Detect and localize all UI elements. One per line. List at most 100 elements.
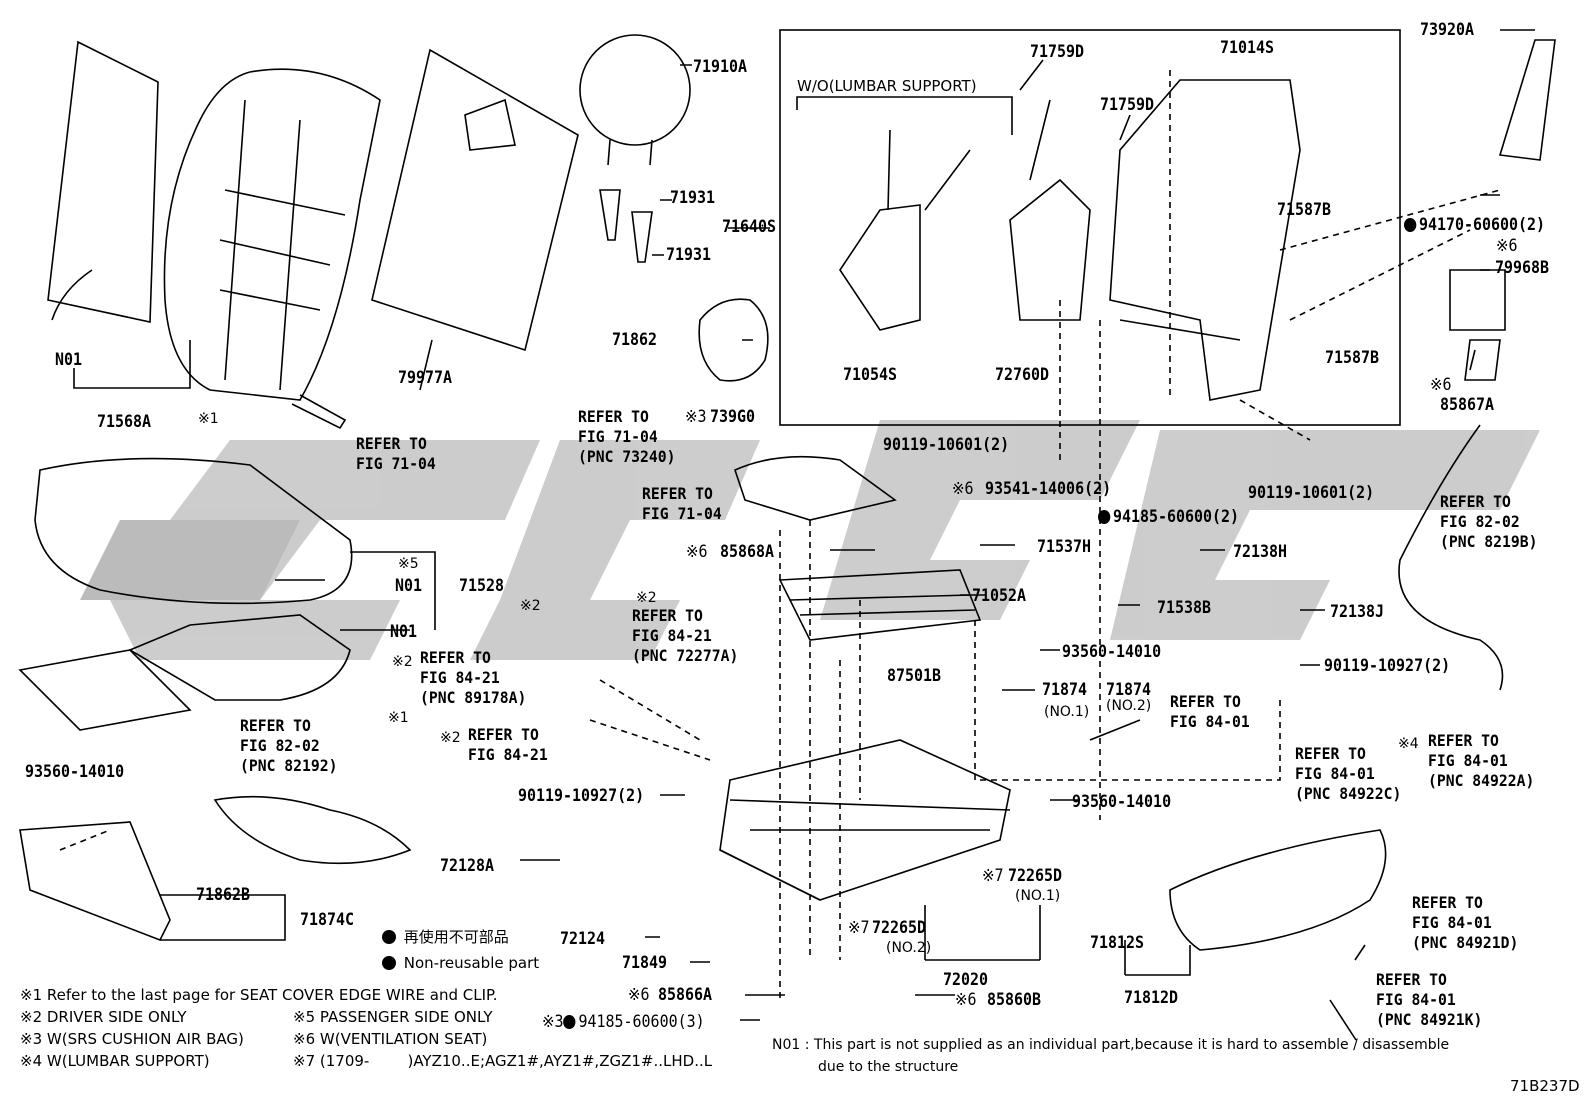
part-label-71538B: 71538B [1157,598,1212,618]
part-label-73920A: 73920A [1420,20,1475,40]
part-label-90119-10601: 90119-10601(2) [883,435,1010,455]
part-label-72265D: 72265D [872,918,927,938]
refer-fig-84-21-pnc-89178A: REFER TO FIG 84-21 (PNC 89178A) [420,648,527,707]
lumbar-box [779,29,1401,426]
refer-fig-84-01-pnc-84922C: REFER TO FIG 84-01 (PNC 84922C) [1295,744,1402,803]
footnote-6: ※6 W(VENTILATION SEAT) [293,1030,488,1048]
part-label-71054S: 71054S [843,365,898,385]
non-reusable-dot-icon [382,956,396,970]
note-mark-2: ※2 [392,654,413,670]
part-label-85860B: 85860B [987,990,1042,1010]
headrest [579,34,691,146]
note-mark-1: ※1 [388,710,409,726]
part-label-72138H: 72138H [1233,542,1288,562]
part-label-71862B: 71862B [196,885,251,905]
refer-fig-84-01-pnc-84921D: REFER TO FIG 84-01 (PNC 84921D) [1412,893,1519,952]
note-mark-7: ※7 [848,918,870,938]
footnote-n01-cont: due to the structure [818,1059,959,1075]
part-label-71931: 71931 [670,188,716,208]
part-label-71862: 71862 [612,330,658,350]
cushion-pad [34,457,353,605]
legend-en: Non-reusable part [382,954,539,972]
footnote-n01: N01 : This part is not supplied as an in… [772,1037,1450,1053]
note-mark-1: ※1 [198,411,219,427]
part-label-N01: N01 [55,350,83,370]
variant-no1: (NO.1) [1015,888,1061,904]
note-mark-6: ※6 [955,990,977,1010]
non-reusable-dot-icon [563,1015,576,1029]
footnote-7: ※7 (1709- )AYZ10..E;AGZ1#,AYZ1#,ZGZ1#..L… [293,1052,713,1070]
lumbar-caption: W/O(LUMBAR SUPPORT) [797,77,977,95]
part-label-71874C: 71874C [300,910,355,930]
part-label-N01: N01 [390,622,418,642]
footnote-5: ※5 PASSENGER SIDE ONLY [293,1008,493,1026]
part-label-71931: 71931 [666,245,712,265]
note-mark-2: ※2 [636,590,657,606]
part-label-79968B: 79968B [1495,258,1550,278]
note-mark-2: ※2 [440,730,461,746]
part-label-71587B: 71587B [1277,200,1332,220]
part-label-N01: N01 [395,576,423,596]
variant-no2: (NO.2) [1106,698,1152,714]
part-label-739G0: 739G0 [710,407,756,427]
part-label-93541-14006: 93541-14006(2) [985,479,1112,499]
seat-track [719,739,1011,901]
part-label-79977A: 79977A [398,368,453,388]
part-label-71052A: 71052A [972,586,1027,606]
recliner-cover [698,298,769,382]
seatback-board [371,48,579,352]
part-label-71910A: 71910A [693,57,748,77]
part-label-90119-10601: 90119-10601(2) [1248,483,1375,503]
seatback-cover [163,68,381,401]
part-label-72760D: 72760D [995,365,1050,385]
note-mark-6: ※6 [628,985,650,1005]
part-label-85867A: 85867A [1440,395,1495,415]
part-label-90119-10927: 90119-10927(2) [1324,656,1451,676]
line-art [18,29,1556,1041]
non-reusable-dot-icon [1404,218,1417,232]
footnote-2: ※2 DRIVER SIDE ONLY [20,1008,187,1026]
refer-fig-71-04: REFER TO FIG 71-04 [642,484,722,523]
refer-fig-82-02-pnc-82192: REFER TO FIG 82-02 (PNC 82192) [240,716,338,775]
part-label-71014S: 71014S [1220,38,1275,58]
part-label-71759D: 71759D [1030,42,1085,62]
watermark-logo [80,420,1540,660]
part-label-72020: 72020 [943,970,989,990]
part-label-71640S: 71640S [722,217,777,237]
part-label-71874: 71874 [1042,680,1088,700]
legend-jp: 再使用不可部品 [382,928,509,946]
part-label-71568A: 71568A [97,412,152,432]
footnote-3: ※3 W(SRS CUSHION AIR BAG) [20,1030,244,1048]
non-reusable-dot-icon [1098,510,1111,524]
part-label-85868A: 85868A [720,542,775,562]
footnote-1: ※1 Refer to the last page for SEAT COVER… [20,986,498,1004]
part-label-94185-60600: 94185-60600(2) [1098,507,1239,527]
illustration-code: 71B237D [1510,1077,1580,1095]
refer-fig-84-21-pnc-72277A: REFER TO FIG 84-21 (PNC 72277A) [632,606,739,665]
part-label-93560-14010: 93560-14010 [25,762,125,782]
note-mark-4: ※4 [1398,736,1419,752]
part-label-71537H: 71537H [1037,537,1092,557]
note-mark-5: ※5 [398,556,419,572]
refer-fig-84-21: REFER TO FIG 84-21 [468,725,548,764]
note-mark-7: ※7 [982,866,1004,886]
part-label-72265D: 72265D [1008,866,1063,886]
seatback-pad [47,40,159,323]
note-mark-6: ※6 [1496,236,1518,256]
part-label-71812S: 71812S [1090,933,1145,953]
part-label-94170-60600: 94170-60600(2) [1404,215,1545,235]
seatback-frame [1109,79,1301,401]
refer-fig-84-01-pnc-84921K: REFER TO FIG 84-01 (PNC 84921K) [1376,970,1483,1029]
refer-fig-71-04-pnc-73240: REFER TO FIG 71-04 (PNC 73240) [578,407,676,466]
part-label-93560-14010: 93560-14010 [1062,642,1162,662]
part-label-71812D: 71812D [1124,988,1179,1008]
part-label-85866A: 85866A [658,985,713,1005]
cushion-airbag [734,455,897,521]
note-mark-6: ※6 [952,479,974,499]
refer-fig-71-04: REFER TO FIG 71-04 [356,434,436,473]
refer-fig-84-01-pnc-84922A: REFER TO FIG 84-01 (PNC 84922A) [1428,731,1535,790]
part-label-71874: 71874 [1106,680,1152,700]
side-shield-left [19,821,171,942]
